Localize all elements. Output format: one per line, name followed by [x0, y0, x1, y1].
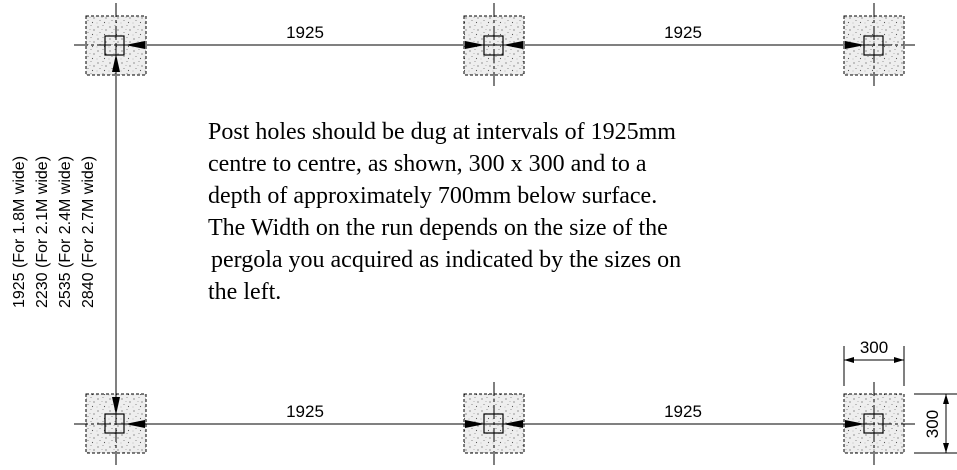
note-line: Post holes should be dug at intervals of…	[208, 119, 676, 145]
width-options: 1925 (For 1.8M wide) 2230 (For 2.1M wide)…	[11, 156, 97, 308]
arrowheads	[112, 41, 865, 428]
dimension-top-left: 1925	[286, 23, 324, 42]
dimension-bottom-left: 1925	[286, 402, 324, 421]
note-line: pergola you acquired as indicated by the…	[211, 247, 682, 273]
width-option: 1925 (For 1.8M wide)	[11, 156, 28, 308]
note-line: centre to centre, as shown, 300 x 300 an…	[208, 151, 647, 177]
note-line: depth of approximately 700mm below surfa…	[208, 183, 658, 209]
dimension-lines	[115, 44, 874, 425]
width-option: 2535 (For 2.4M wide)	[57, 156, 74, 308]
dimension-hole-height: 300	[923, 410, 942, 438]
instruction-note: Post holes should be dug at intervals of…	[208, 116, 848, 308]
width-option: 2840 (For 2.7M wide)	[80, 156, 97, 308]
hole-height-dimension	[914, 393, 957, 454]
width-option: 2230 (For 2.1M wide)	[34, 156, 51, 308]
dimension-bottom-right: 1925	[664, 402, 702, 421]
hole-width-dimension	[843, 346, 905, 386]
dimension-hole-width: 300	[860, 338, 888, 357]
dimension-top-right: 1925	[664, 23, 702, 42]
note-line: the left.	[208, 279, 282, 305]
note-line: The Width on the run depends on the size…	[208, 215, 668, 241]
